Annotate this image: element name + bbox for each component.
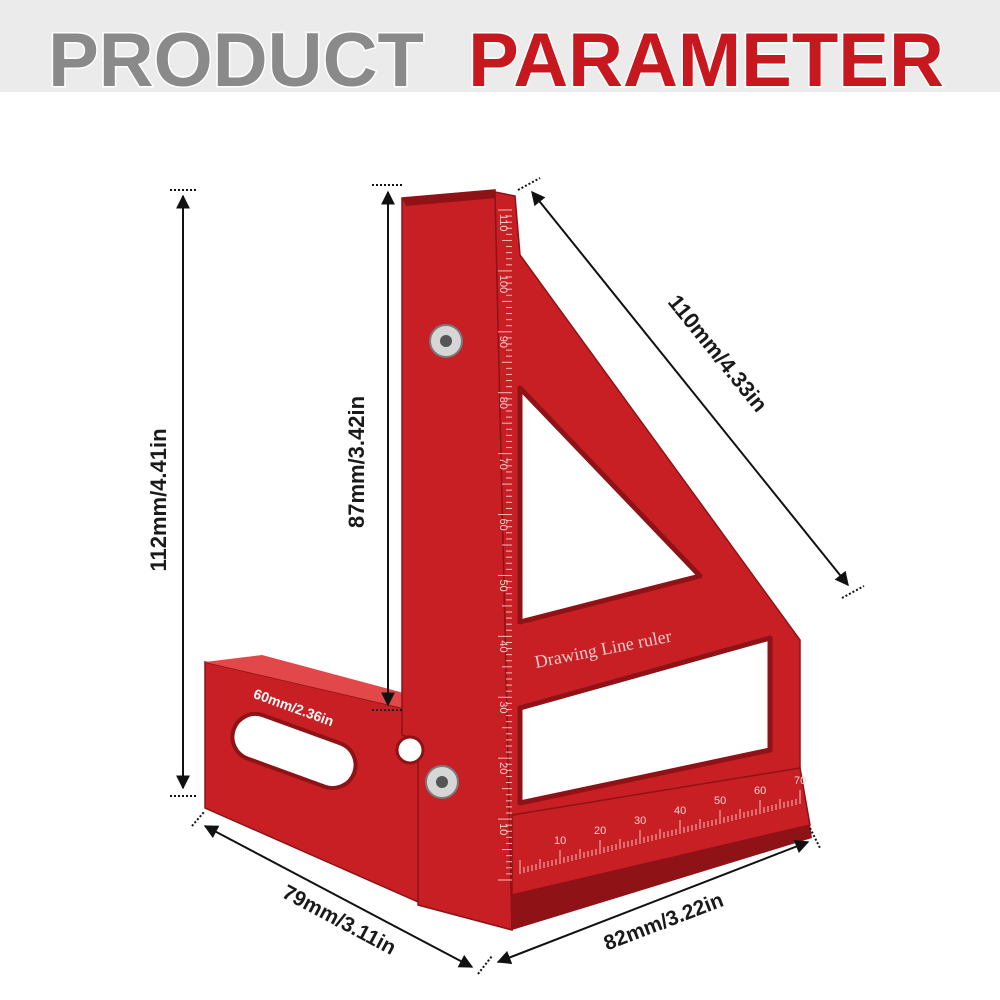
dimension-lines (170, 177, 865, 975)
vertical-scale-label: 100 (497, 275, 509, 293)
foot-top-edge (205, 655, 430, 712)
dim-base-width-line (496, 840, 810, 964)
horizontal-scale-label: 30 (634, 815, 646, 827)
header-svg: PRODUCT PARAMETER (0, 0, 1000, 105)
horizontal-scale-label: 20 (594, 825, 606, 837)
back-plate-top (402, 190, 497, 206)
back-plate (401, 189, 513, 931)
label-total-height: 112mm/4.41in (146, 428, 171, 571)
title-product: PRODUCT (48, 18, 424, 103)
foot-slot (230, 711, 358, 791)
dim-base-depth-line (203, 825, 474, 968)
vertical-scale-label: 40 (497, 640, 509, 652)
screw-bottom-icon (425, 765, 459, 799)
label-inner-height: 87mm/3.42in (344, 396, 369, 528)
vertical-scale-label: 60 (497, 519, 509, 531)
screw-top-icon (429, 324, 463, 358)
header-band (0, 0, 1000, 92)
horizontal-scale-label: 10 (554, 835, 566, 847)
rect-window (517, 635, 773, 806)
dim-hypotenuse-line (531, 190, 849, 587)
vertical-scale-label: 50 (497, 579, 509, 591)
product-drawing: Drawing Line ruler 102030405060708090100… (146, 177, 865, 975)
vertical-scale-label: 110 (497, 214, 509, 232)
dim-hypotenuse-tick-top (517, 177, 541, 191)
header-banner: PRODUCT PARAMETER (0, 0, 1000, 118)
vertical-scale-label: 80 (497, 397, 509, 409)
horizontal-scale-label: 40 (674, 805, 686, 817)
vertical-scale-label: 30 (497, 701, 509, 713)
triangle-square: Drawing Line ruler 102030405060708090100… (204, 189, 812, 931)
vertical-scale-label: 20 (497, 762, 509, 774)
dim-hypotenuse-tick-bottom (841, 585, 865, 599)
vertical-scale-label: 70 (497, 458, 509, 470)
label-hypotenuse: 110mm/4.33in (663, 290, 772, 417)
vertical-scale: 10 20 30 40 50 60 70 80 90 100 110 (497, 209, 512, 881)
horizontal-scale-label: 50 (714, 795, 726, 807)
vertical-scale-label: 10 (497, 823, 509, 835)
dim-base-depth-tick-left (191, 811, 205, 827)
horizontal-scale-label: 70 (794, 775, 806, 787)
title-parameter: PARAMETER (468, 18, 944, 103)
vertical-scale-label: 90 (497, 336, 509, 348)
corner-notch (395, 735, 425, 765)
horizontal-scale-label: 60 (754, 785, 766, 797)
dim-base-depth-tick-right (477, 955, 493, 975)
